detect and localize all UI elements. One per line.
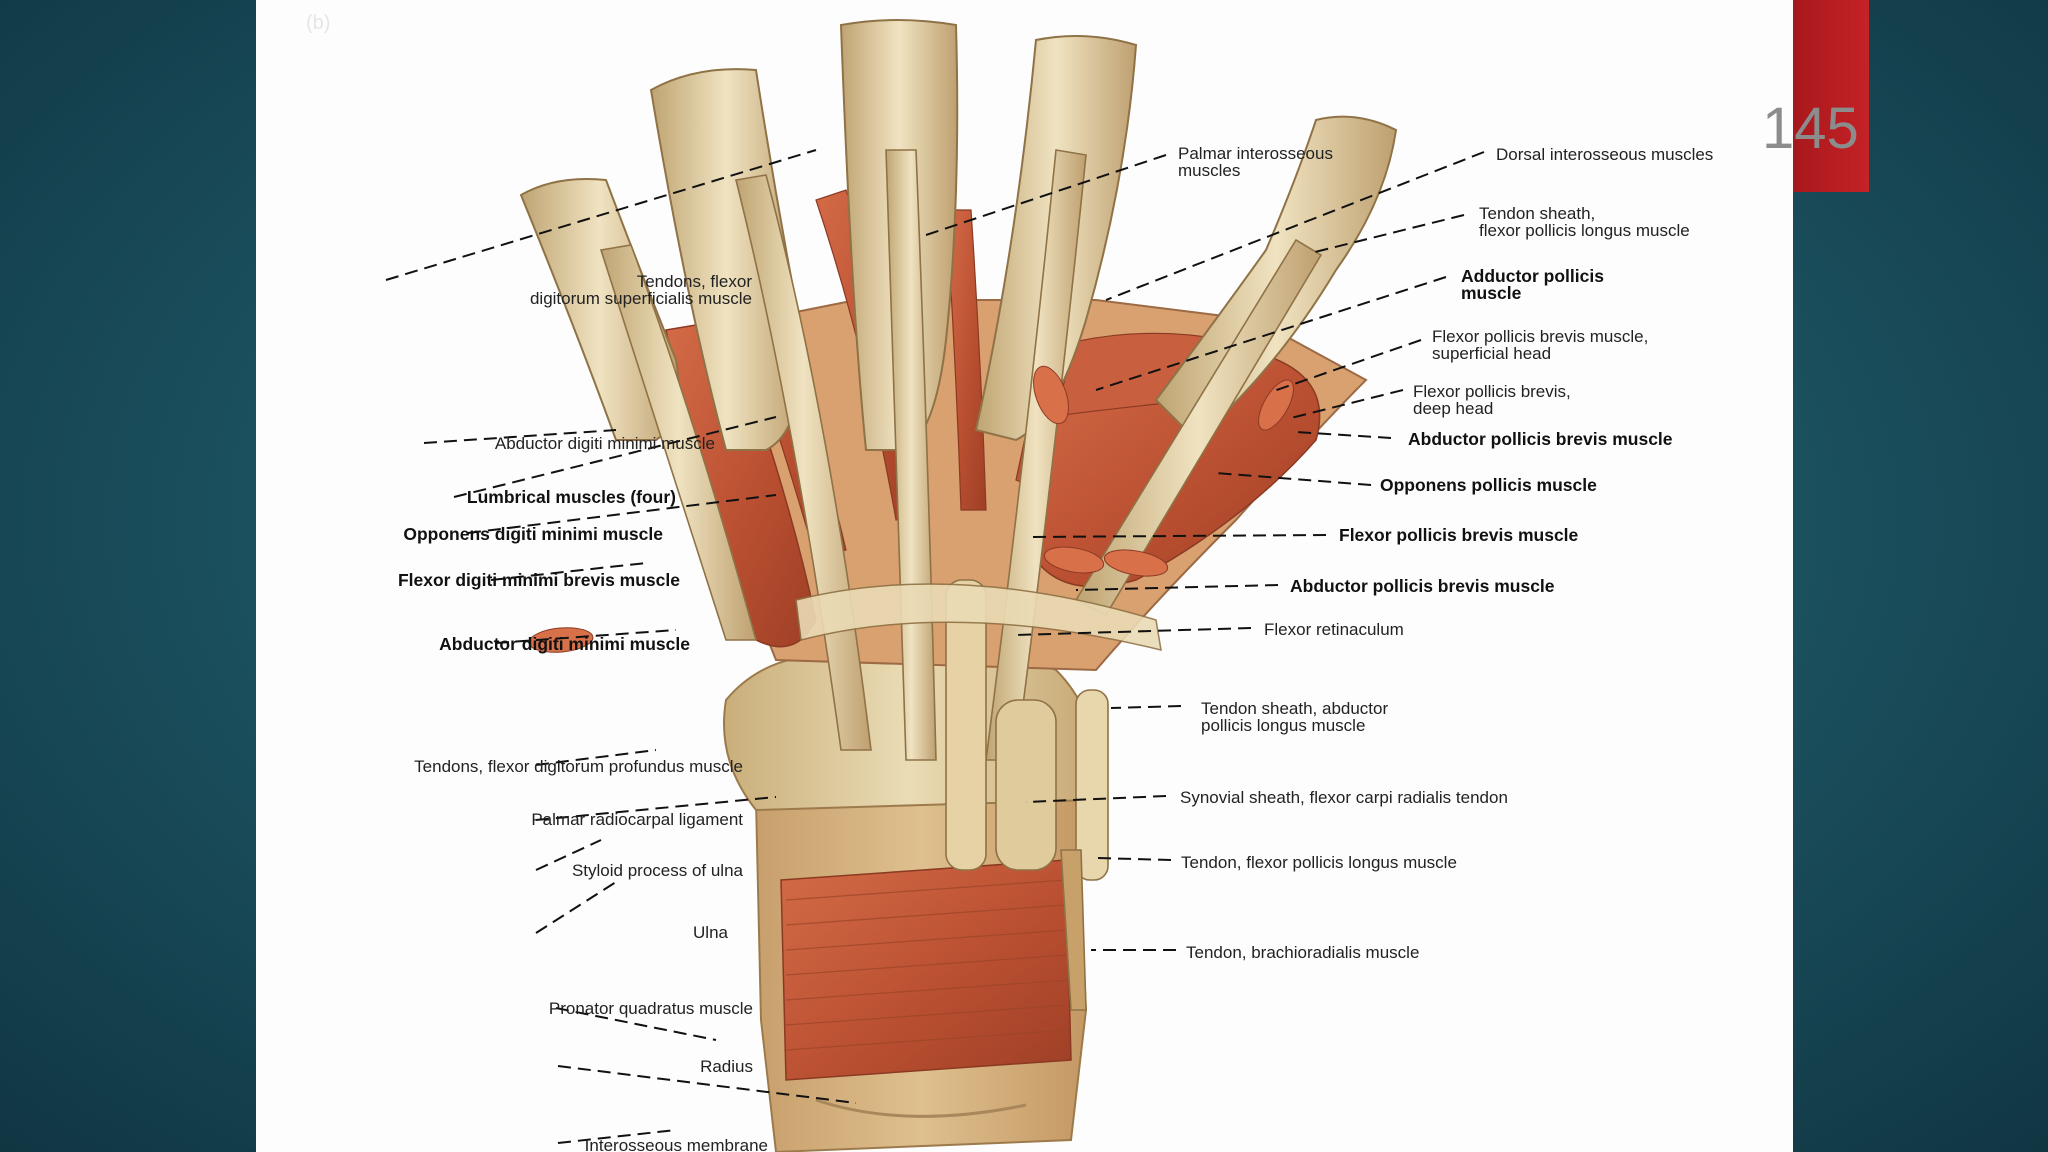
label-tsfpl-line-2: flexor pollicis longus muscle: [1479, 221, 1690, 240]
flexor-retinaculum-shape: [795, 583, 1162, 651]
label-abductor-pollicis-brevis-2: Abductor pollicis brevis muscle: [1290, 576, 1555, 596]
label-tsapl-line-2: pollicis longus muscle: [1201, 716, 1366, 735]
label-tsapl-line-1: Tendon sheath, abductor: [1201, 699, 1389, 718]
label-palmar-interosseous: Palmar interosseous muscles: [1178, 145, 1333, 179]
label-abductor-digiti-minimi-2: Abductor digiti minimi muscle: [439, 634, 690, 654]
label-abductor-pollicis-brevis-1: Abductor pollicis brevis muscle: [1408, 429, 1673, 449]
label-fpb-deep-head: Flexor pollicis brevis, deep head: [1413, 383, 1571, 417]
label-fds-tendons: Tendons, flexor digitorum superficialis …: [530, 273, 752, 307]
tendon-sheaths: [945, 579, 1109, 1011]
cut-muscle-ends: [528, 365, 1294, 653]
label-fpbd-line-2: deep head: [1413, 399, 1494, 418]
label-tendon-sheath-apl: Tendon sheath, abductor pollicis longus …: [1201, 700, 1388, 734]
label-tendon-sheath-fpl: Tendon sheath, flexor pollicis longus mu…: [1479, 205, 1690, 239]
label-tsfpl-line-1: Tendon sheath,: [1479, 204, 1596, 223]
leader-lines-right: [925, 151, 1485, 951]
label-fpb-superficial-head: Flexor pollicis brevis muscle, superfici…: [1432, 328, 1648, 362]
label-fpbd-line-1: Flexor pollicis brevis,: [1413, 382, 1571, 401]
label-radius: Radius: [700, 1057, 753, 1076]
little-finger: [519, 178, 680, 441]
slide-number: 145: [1762, 96, 1859, 161]
label-styloid-process-ulna: Styloid process of ulna: [571, 861, 743, 880]
label-fds-line-1: Tendons, flexor: [636, 272, 752, 291]
label-pronator-quadratus: Pronator quadratus muscle: [548, 999, 753, 1018]
flexor-tendons: [599, 149, 1323, 761]
slide-accent-tab: [1793, 0, 1869, 192]
label-ulna: Ulna: [693, 923, 728, 942]
label-fdp-tendons: Tendons, flexor digitorum profundus musc…: [414, 757, 743, 776]
label-synovial-sheath-fcr: Synovial sheath, flexor carpi radialis t…: [1180, 788, 1508, 807]
label-lumbricals: Lumbrical muscles (four): [466, 487, 676, 507]
label-fpbs-line-1: Flexor pollicis brevis muscle,: [1432, 327, 1649, 346]
label-interosseous-membrane: Interosseous membrane: [584, 1136, 768, 1152]
slide-content-page: (b): [256, 0, 1793, 1152]
label-opponens-pollicis: Opponens pollicis muscle: [1380, 475, 1597, 495]
label-tendon-fpl: Tendon, flexor pollicis longus muscle: [1181, 853, 1457, 872]
label-fpbs-line-2: superficial head: [1432, 344, 1552, 363]
label-fds-line-2: digitorum superficialis muscle: [529, 289, 752, 308]
label-flexor-pollicis-brevis: Flexor pollicis brevis muscle: [1339, 525, 1579, 545]
hand-anatomy-illustration: [385, 19, 1485, 1152]
label-ap-line-1: Adductor pollicis: [1461, 266, 1604, 286]
label-ap-line-2: muscle: [1461, 283, 1522, 303]
label-flexor-retinaculum: Flexor retinaculum: [1264, 620, 1404, 639]
label-tendon-brachioradialis: Tendon, brachioradialis muscle: [1186, 943, 1420, 962]
leader-lines-left: [385, 149, 857, 1144]
label-flexor-digiti-minimi-brevis: Flexor digiti minimi brevis muscle: [397, 570, 680, 590]
faint-header-mark: (b): [306, 12, 331, 34]
forearm-region: [754, 799, 1088, 1152]
label-pim-line-1: Palmar interosseous: [1178, 144, 1333, 163]
label-dorsal-interosseous: Dorsal interosseous muscles: [1496, 145, 1714, 164]
label-opponens-digiti-minimi: Opponens digiti minimi muscle: [403, 524, 663, 544]
label-adductor-pollicis: Adductor pollicis muscle: [1461, 266, 1604, 303]
label-palmar-radiocarpal-ligament: Palmar radiocarpal ligament: [531, 810, 743, 829]
label-abductor-digiti-minimi-1: Abductor digiti minimi muscle: [494, 434, 715, 453]
label-pim-line-2: muscles: [1178, 161, 1241, 180]
